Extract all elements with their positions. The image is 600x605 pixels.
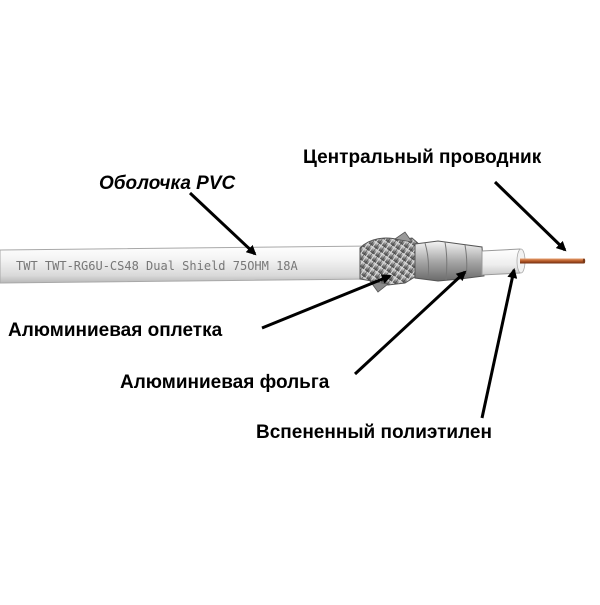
callout-arrows: [188, 180, 567, 419]
arrow-aluminum-foil: [353, 270, 467, 376]
cable-jacket: TWT TWT-RG6U-CS48 Dual Shield 75OHM 18A: [0, 245, 373, 284]
label-aluminum-foil: Алюминиевая фольга: [120, 372, 330, 393]
arrow-center-conductor: [493, 180, 567, 252]
cable-print-text: TWT TWT-RG6U-CS48 Dual Shield 75OHM 18A: [16, 259, 299, 273]
label-jacket: Оболочка PVC: [99, 173, 236, 194]
label-aluminum-braid: Алюминиевая оплетка: [8, 320, 223, 341]
arrow-foam-polyethylene: [480, 268, 518, 419]
arrow-jacket: [188, 191, 257, 256]
label-foam-polyethylene: Вспененный полиэтилен: [256, 422, 492, 443]
label-center-conductor: Центральный проводник: [303, 147, 542, 168]
center-conductor: [520, 258, 586, 264]
arrow-aluminum-braid: [261, 274, 392, 330]
foam-dielectric-layer: [481, 248, 526, 276]
aluminum-foil-layer: [414, 240, 485, 282]
